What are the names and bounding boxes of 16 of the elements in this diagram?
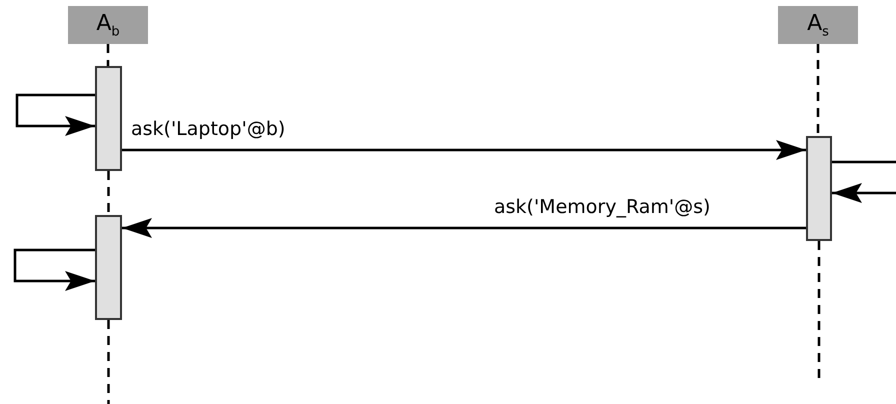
activation-bar <box>806 136 832 241</box>
message-arrow <box>122 140 806 160</box>
message-arrow <box>122 218 806 238</box>
lifeline <box>107 171 110 215</box>
message-label: ask('Memory_Ram'@s) <box>494 196 710 218</box>
self-message-arrow <box>14 248 95 291</box>
lifeline-header: A$_{b}$ <box>68 6 148 44</box>
lifeline-header: A$_{s}$ <box>778 6 858 44</box>
self-message-arrow <box>16 94 95 136</box>
activation-bar <box>95 215 122 320</box>
activation-bar <box>95 66 122 171</box>
message-label: ask('Laptop'@b) <box>131 118 286 140</box>
self-message-arrow <box>832 160 896 203</box>
lifeline <box>816 44 820 136</box>
lifeline <box>106 44 110 66</box>
lifeline <box>107 320 110 404</box>
